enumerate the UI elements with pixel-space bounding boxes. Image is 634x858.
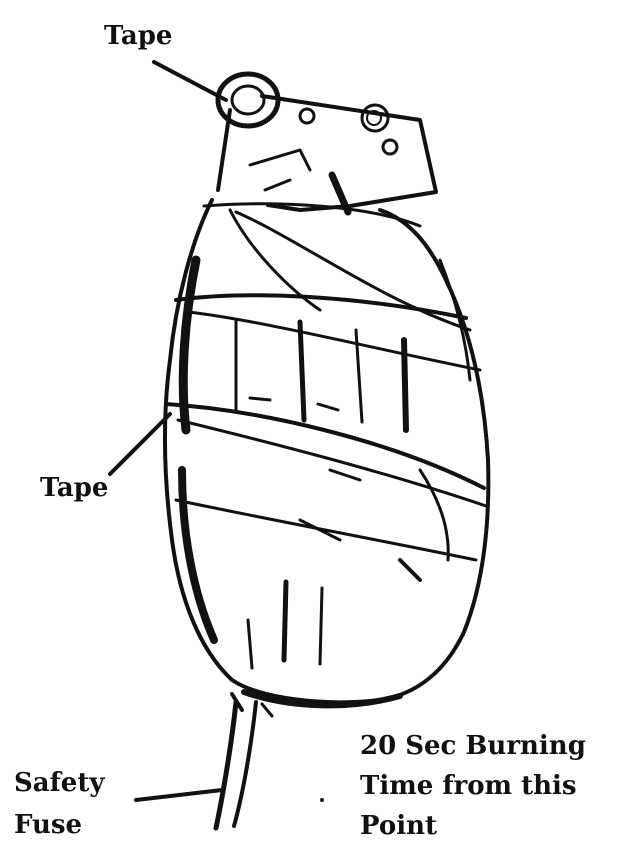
leader-lines (110, 62, 226, 800)
pull-ring (218, 74, 278, 190)
safety-fuse (216, 694, 272, 828)
label-burning-time-line-3: Point (360, 806, 586, 846)
label-safety-fuse-line-2: Fuse (14, 804, 104, 846)
label-safety-fuse: Safety Fuse (14, 762, 104, 846)
label-burning-time-line-2: Time from this (360, 766, 586, 806)
label-burning-time-line-1: 20 Sec Burning (360, 726, 586, 766)
label-tape-top: Tape (104, 18, 172, 54)
label-burning-time: 20 Sec Burning Time from this Point (360, 726, 586, 846)
label-safety-fuse-line-1: Safety (14, 762, 104, 804)
safety-lever (250, 96, 436, 212)
label-tape-middle: Tape (40, 470, 108, 506)
grenade-body (165, 200, 488, 705)
